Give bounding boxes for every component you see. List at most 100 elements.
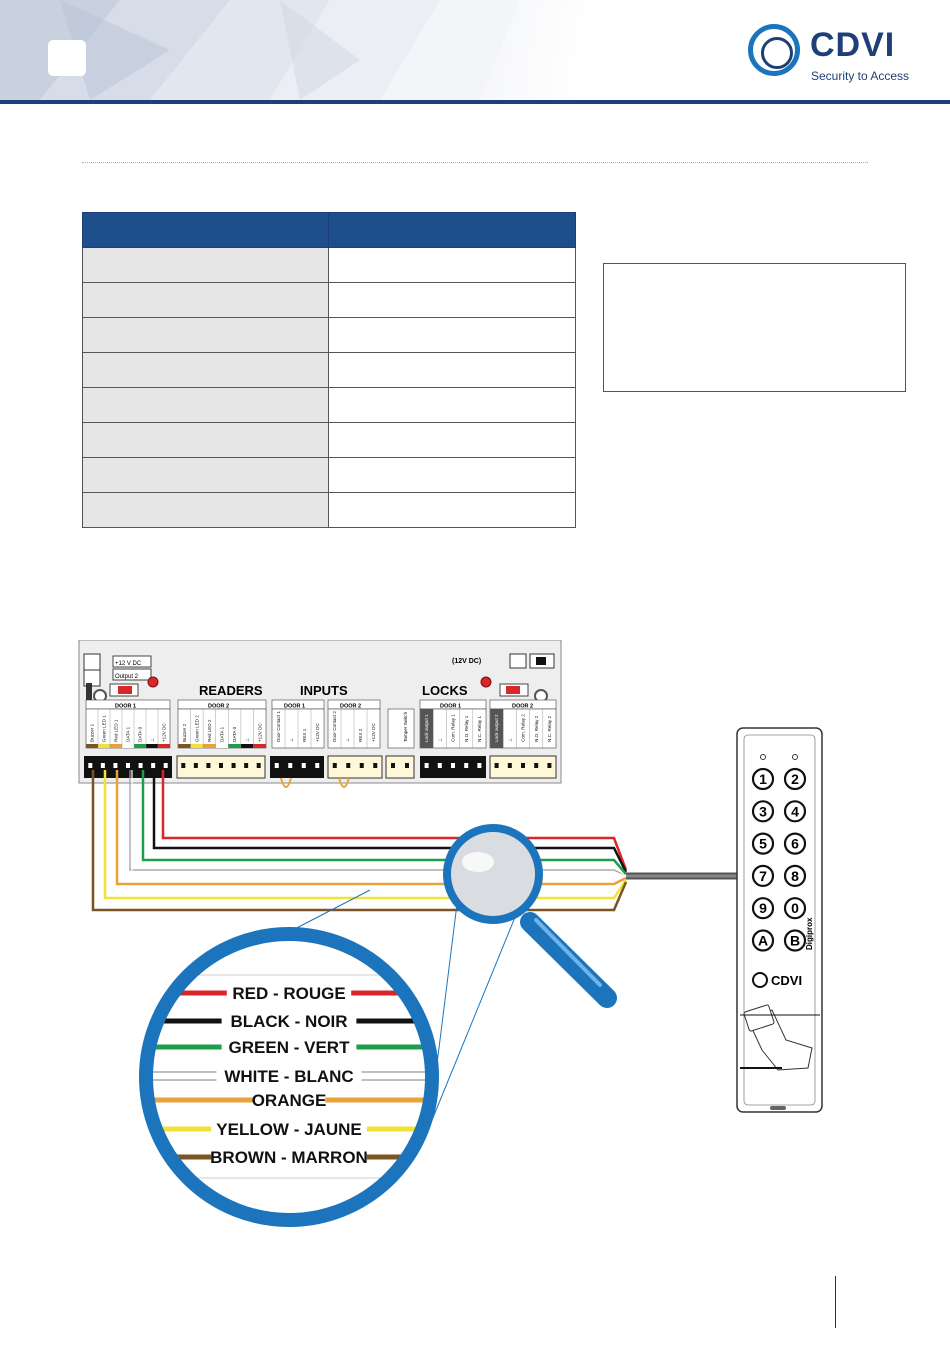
note-box (603, 263, 906, 392)
terminal-label: Buzzer 1 (90, 723, 95, 742)
terminal-label: DATA 0 (138, 726, 143, 742)
header-bar (0, 100, 950, 104)
wire-color-label: BLACK - NOIR (230, 1012, 347, 1031)
terminal-screw (373, 763, 378, 768)
table-row (82, 387, 576, 423)
table-cell (328, 352, 576, 388)
terminal-screw (88, 763, 93, 768)
terminal-screw (113, 763, 118, 768)
keypad-key (783, 832, 807, 855)
logo-mark-icon (748, 24, 800, 76)
section-locks: LOCKS (422, 683, 468, 698)
terminal-screw (256, 763, 261, 768)
terminal-screw (219, 763, 223, 768)
terminal-label: Green LED 2 (194, 715, 199, 742)
terminal-label: Buzzer 2 (182, 723, 187, 742)
table-cell (328, 387, 576, 423)
keypad-key (751, 800, 775, 823)
terminal-screw (288, 763, 293, 768)
reader-door2-label: DOOR 2 (208, 704, 229, 710)
wire-color-label: ORANGE (252, 1091, 327, 1110)
table-header-cell (328, 212, 576, 248)
terminal-label: Com. Relay 2 (521, 714, 526, 742)
lock-door1-label: DOOR 1 (440, 704, 461, 710)
controller-board: +12 V DC Output 2 (12V DC) READERS INPUT… (78, 640, 562, 788)
chapter-marker (48, 40, 86, 76)
wire-color-label: YELLOW - JAUNE (216, 1120, 361, 1139)
lock-door2-label: DOOR 2 (512, 704, 533, 710)
keypad-key-label: 8 (791, 868, 799, 884)
reader-door1-label: DOOR 1 (115, 704, 136, 710)
terminal-screw (332, 763, 337, 768)
terminal-label: ⊥ (437, 738, 442, 742)
terminal-label: Red LED 2 (207, 719, 212, 742)
keypad-key-label: 7 (759, 868, 767, 884)
cdvi-logo: CDVI Security to Access (748, 24, 918, 86)
terminal-screw (163, 763, 168, 768)
terminal-screw (315, 763, 320, 768)
header-pattern (0, 0, 520, 100)
table-row (82, 282, 576, 318)
logo-tagline: Security to Access (811, 69, 910, 83)
terminal-screw (494, 763, 499, 768)
terminal-screw (244, 763, 249, 768)
terminal-label: Lock output 1 (424, 714, 429, 742)
section-inputs: INPUTS (300, 683, 348, 698)
keypad-key (751, 929, 775, 952)
terminal-screw (359, 763, 364, 768)
terminal-screw (507, 763, 512, 768)
wire-color-label: WHITE - BLANC (224, 1067, 353, 1086)
table-cell (82, 352, 329, 388)
terminal-screw (534, 763, 539, 768)
terminal-screw (521, 763, 525, 768)
tamper-label: Tamper Switch (403, 711, 408, 742)
keypad-key-label: 2 (791, 771, 799, 787)
terminal-screw (151, 763, 156, 768)
table-header-cell (82, 212, 329, 248)
terminal-screw (193, 763, 198, 768)
terminal-label: DATA 1 (220, 726, 225, 742)
table-cell (328, 492, 576, 528)
keypad-key (751, 767, 775, 791)
terminal-label: ⊥ (289, 738, 294, 742)
spec-table (82, 212, 576, 528)
wire-color-label: GREEN - VERT (229, 1038, 351, 1057)
terminal-label: N.C. Relay 2 (547, 716, 552, 742)
terminal-label: N.O. Relay 1 (464, 715, 469, 742)
wiring-diagram: +12 V DC Output 2 (12V DC) READERS INPUT… (78, 640, 823, 1227)
terminal-screw (138, 763, 143, 768)
keypad-brand: CDVI (771, 973, 802, 988)
terminal-label: REX 2 (358, 728, 363, 742)
magnifier-icon (284, 824, 617, 1126)
wire-color-label: BROWN - MARRON (210, 1148, 368, 1167)
keypad-key-label: 4 (791, 803, 799, 819)
section-divider (82, 162, 868, 163)
terminal-label: ⊥ (245, 738, 250, 742)
terminal-label: Com. Relay 1 (451, 714, 456, 742)
terminal-screw (231, 763, 236, 768)
keypad-key (783, 767, 807, 791)
label-12vdc: +12 V DC (115, 661, 142, 667)
wire-harness (91, 770, 738, 912)
keypad-key (751, 832, 775, 855)
terminal-label: +12V DC (315, 723, 320, 742)
table-cell (328, 282, 576, 318)
terminal-screw (181, 763, 186, 768)
terminal-label: N.O. Relay 2 (534, 715, 539, 742)
keypad-key (783, 864, 807, 888)
terminal-screw (206, 763, 211, 768)
keypad-key-label: 1 (759, 771, 767, 787)
terminal-label: Green LED 1 (102, 715, 107, 742)
terminal-screw (126, 763, 130, 768)
keypad-key (783, 929, 807, 952)
section-readers: READERS (199, 683, 263, 698)
table-row (82, 352, 576, 388)
terminal-screw (346, 763, 351, 768)
terminal-label: ⊥ (507, 738, 512, 742)
table-cell (82, 422, 329, 458)
table-cell (82, 317, 329, 353)
input-door1-label: DOOR 1 (284, 704, 305, 710)
table-cell (328, 247, 576, 283)
